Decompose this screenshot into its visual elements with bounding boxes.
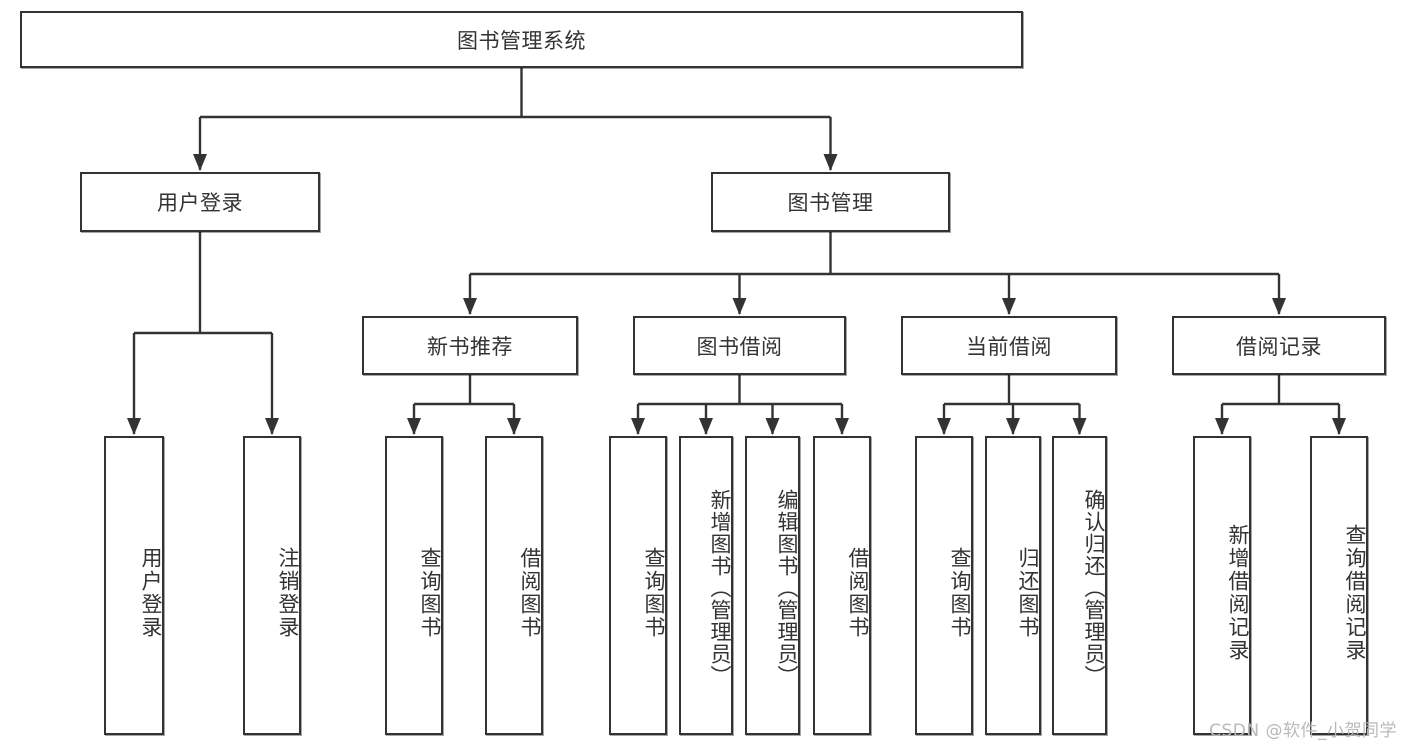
node-leaf-cur-2: 归还图书 [985,436,1041,735]
node-leaf-bor-2: 新增图书（管理员） [679,436,733,735]
node-label-bookmgr: 图书管理 [787,191,874,215]
arrow-head-icon [265,418,279,435]
arrow-head-icon [732,298,747,315]
node-label-login: 用户登录 [157,191,243,215]
arrow-head-icon [1002,298,1016,315]
arrow-head-icon [823,154,838,171]
node-label-leaf-cur-2: 归还图书 [1016,546,1040,639]
node-label-leaf-new-2: 借阅图书 [518,546,542,639]
node-label-current: 当前借阅 [966,334,1052,359]
node-leaf-bor-1: 查询图书 [609,436,667,735]
node-leaf-rec-2: 查询借阅记录 [1310,436,1368,735]
arrow-head-icon [835,418,849,435]
arrow-head-icon [127,418,141,435]
arrow-head-icon [699,418,713,435]
node-label-borrow: 图书借阅 [696,334,783,359]
node-label-leaf-bor-2: 新增图书（管理员） [708,488,732,687]
arrow-head-icon [407,418,421,435]
node-leaf-cur-1: 查询图书 [915,436,973,735]
node-label-newbook: 新书推荐 [427,334,513,359]
node-label-leaf-cur-3: 确认归还（管理员） [1082,488,1106,687]
arrow-head-icon [463,298,477,315]
arrow-head-icon [631,418,645,435]
node-leaf-login-1: 用户登录 [104,436,164,735]
node-leaf-cur-3: 确认归还（管理员） [1052,436,1107,735]
arrow-head-icon [1272,298,1286,315]
arrow-head-icon [1072,418,1087,435]
arrow-head-icon [507,418,521,435]
arrow-head-icon [193,154,207,171]
node-label-leaf-cur-1: 查询图书 [948,546,972,639]
node-borrow: 图书借阅 [633,316,846,375]
node-leaf-login-2: 注销登录 [243,436,301,735]
arrow-head-icon [1332,418,1346,435]
node-label-leaf-bor-3: 编辑图书（管理员） [775,488,799,687]
node-root: 图书管理系统 [20,11,1023,68]
node-newbook: 新书推荐 [362,316,578,375]
node-label-leaf-login-2: 注销登录 [276,546,300,639]
arrow-head-icon [1006,418,1020,435]
node-bookmgr: 图书管理 [711,172,950,232]
node-label-leaf-new-1: 查询图书 [418,546,442,639]
node-current: 当前借阅 [901,316,1117,375]
node-label-records: 借阅记录 [1236,334,1322,359]
node-leaf-bor-4: 借阅图书 [813,436,871,735]
node-label-leaf-rec-2: 查询借阅记录 [1343,523,1367,662]
node-leaf-new-2: 借阅图书 [485,436,543,735]
node-leaf-new-1: 查询图书 [385,436,443,735]
node-label-leaf-login-1: 用户登录 [139,546,163,639]
node-label-root: 图书管理系统 [457,28,586,53]
node-leaf-rec-1: 新增借阅记录 [1193,436,1251,735]
node-login: 用户登录 [80,172,320,232]
watermark-label: CSDN @软件_小贺同学 [1209,721,1397,741]
node-label-leaf-bor-4: 借阅图书 [846,546,870,639]
node-records: 借阅记录 [1172,316,1386,375]
arrow-head-icon [1215,418,1229,435]
node-label-leaf-bor-1: 查询图书 [642,546,666,639]
arrow-head-icon [765,418,780,435]
node-label-leaf-rec-1: 新增借阅记录 [1226,523,1250,662]
arrow-head-icon [937,418,951,435]
node-leaf-bor-3: 编辑图书（管理员） [745,436,800,735]
